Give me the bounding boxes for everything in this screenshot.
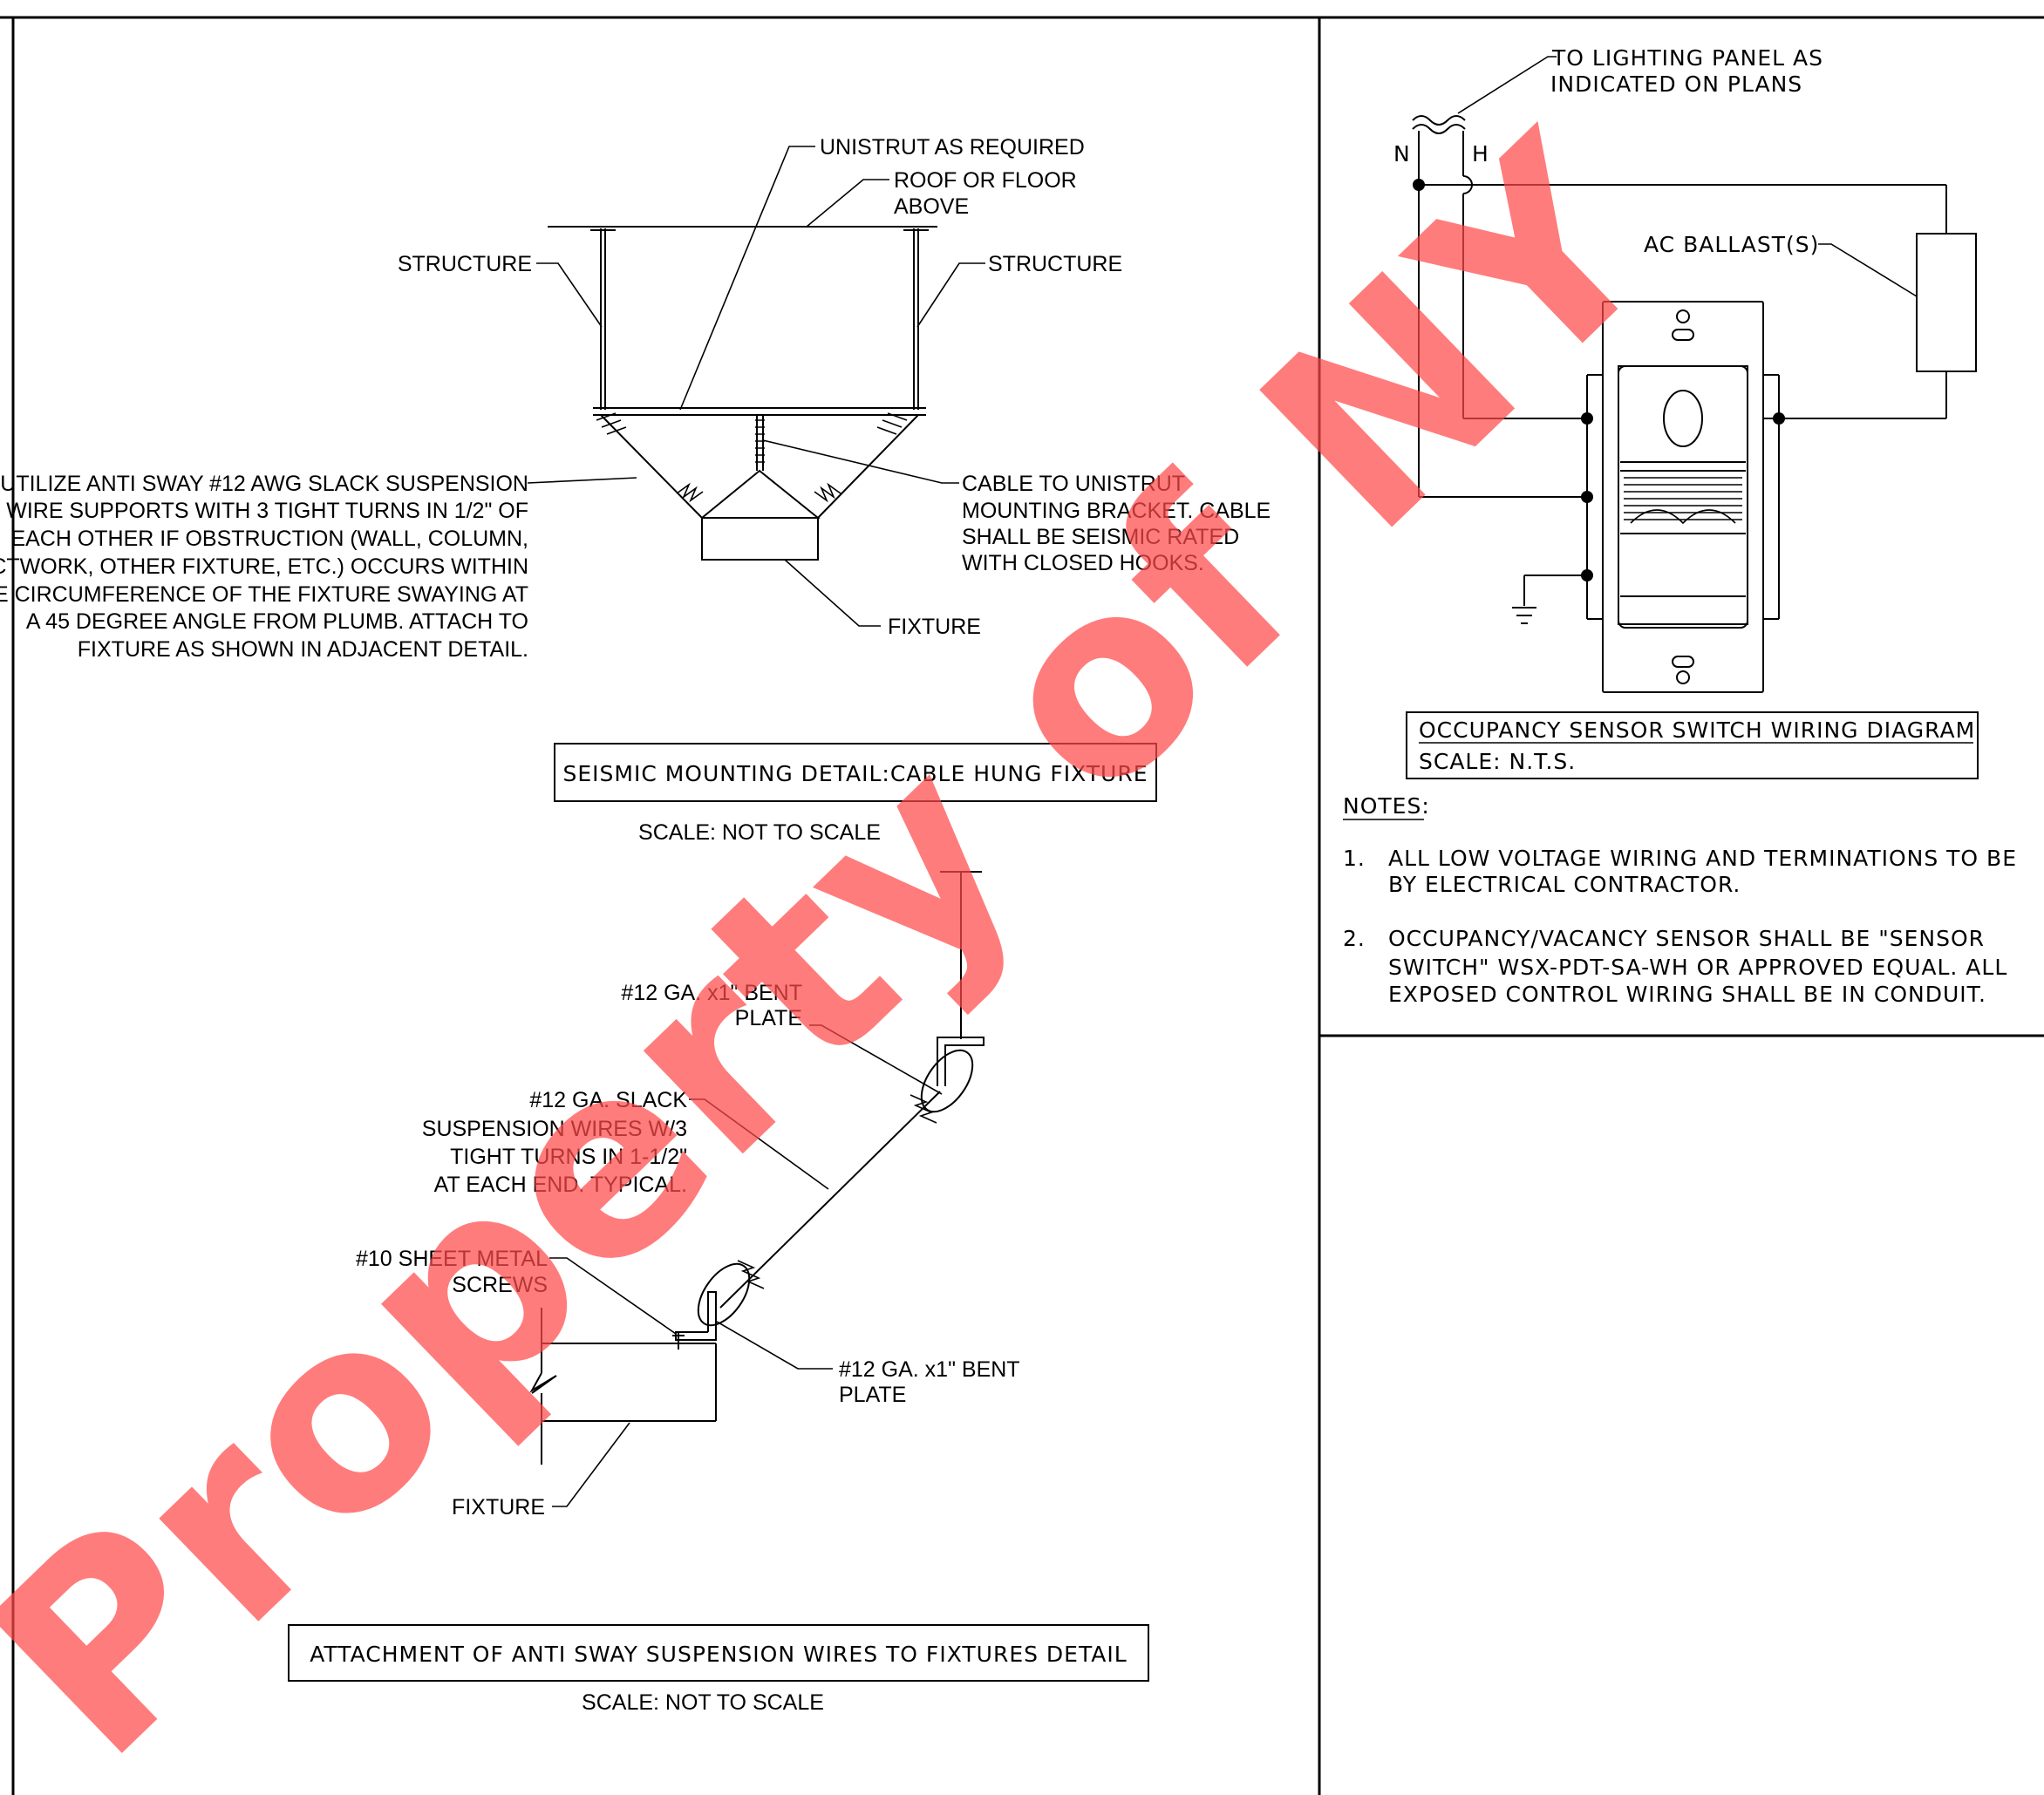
svg-text:CABLE TO UNISTRUT: CABLE TO UNISTRUT [962, 472, 1185, 496]
unistrut-label: UNISTRUT AS REQUIRED [820, 135, 1085, 160]
ballast-label: AC BALLAST(S) [1644, 232, 1819, 257]
structure-left-label: STRUCTURE [398, 252, 532, 276]
wiring-title-box [1406, 711, 1979, 779]
bent-plate-bottom-label-line2: PLATE [839, 1383, 906, 1407]
svg-text:WITH CLOSED HOOKS.: WITH CLOSED HOOKS. [962, 551, 1204, 575]
svg-text:EACH OTHER IF OBSTRUCTION (WAL: EACH OTHER IF OBSTRUCTION (WALL, COLUMN, [10, 527, 528, 551]
note-1-line2: BY ELECTRICAL CONTRACTOR. [1388, 872, 1741, 897]
svg-text:FIXTURE AS SHOWN IN ADJACENT D: FIXTURE AS SHOWN IN ADJACENT DETAIL. [78, 637, 528, 662]
roof-label-line2: ABOVE [894, 194, 969, 219]
slack-wires-note: #12 GA. SLACK SUSPENSION WIRES W/3 TIGHT… [422, 1088, 688, 1197]
notes-heading: NOTES: [1343, 793, 1430, 819]
attachment-detail: #12 GA. x1" BENT PLATE #12 GA. SLACK SUS… [288, 871, 1149, 1715]
attachment-fixture-label: FIXTURE [452, 1495, 545, 1520]
structure-right-label: STRUCTURE [988, 252, 1122, 276]
svg-text:MOUNTING BRACKET. CABLE: MOUNTING BRACKET. CABLE [962, 499, 1271, 523]
sensor-lens-icon [1663, 390, 1703, 447]
bent-plate-top-label-line2: PLATE [735, 1006, 802, 1030]
screws-label-line1: #10 SHEET METAL [356, 1247, 548, 1271]
svg-text:SHALL BE SEISMIC RATED: SHALL BE SEISMIC RATED [962, 525, 1239, 549]
note-1-line1: ALL LOW VOLTAGE WIRING AND TERMINATIONS … [1388, 846, 2017, 871]
svg-text:#12 GA. SLACK: #12 GA. SLACK [529, 1088, 687, 1112]
occupancy-sensor-switch [1581, 301, 1785, 693]
bent-plate-bottom-label-line1: #12 GA. x1" BENT [839, 1357, 1020, 1382]
panel-label-line2: INDICATED ON PLANS [1550, 71, 1802, 97]
svg-text:SUSPENSION WIRES W/3: SUSPENSION WIRES W/3 [422, 1117, 687, 1141]
ballast-symbol [1916, 233, 1977, 372]
seismic-mounting-detail: UNISTRUT AS REQUIRED ROOF OR FLOOR ABOVE… [0, 135, 1271, 845]
anti-sway-note: UTILIZE ANTI SWAY #12 AWG SLACK SUSPENSI… [0, 472, 528, 662]
note-2-line3: EXPOSED CONTROL WIRING SHALL BE IN CONDU… [1388, 982, 1986, 1007]
seismic-title: SEISMIC MOUNTING DETAIL:CABLE HUNG FIXTU… [562, 761, 1148, 786]
neutral-label: N [1393, 141, 1411, 167]
fixture-label: FIXTURE [888, 615, 981, 639]
attachment-scale: SCALE: NOT TO SCALE [582, 1690, 824, 1715]
occupancy-sensor-wiring-diagram: TO LIGHTING PANEL AS INDICATED ON PLANS … [1393, 45, 1979, 779]
attachment-title-box [288, 1624, 1149, 1682]
note-2-number: 2. [1343, 926, 1366, 951]
note-1-number: 1. [1343, 846, 1366, 871]
attachment-title: ATTACHMENT OF ANTI SWAY SUSPENSION WIRES… [310, 1642, 1127, 1667]
sheet-frame [0, 16, 2044, 1795]
hot-label: H [1472, 141, 1489, 167]
bent-plate-top-label-line1: #12 GA. x1" BENT [621, 981, 802, 1005]
svg-text:TIGHT TURNS IN 1-1/2": TIGHT TURNS IN 1-1/2" [450, 1145, 687, 1169]
cable-note: CABLE TO UNISTRUT MOUNTING BRACKET. CABL… [962, 472, 1271, 575]
note-2-line1: OCCUPANCY/VACANCY SENSOR SHALL BE "SENSO… [1388, 926, 1985, 951]
panel-label-line1: TO LIGHTING PANEL AS [1551, 45, 1823, 71]
svg-text:UTILIZE ANTI SWAY #12 AWG SLAC: UTILIZE ANTI SWAY #12 AWG SLACK SUSPENSI… [0, 472, 528, 496]
svg-text:THE CIRCUMFERENCE OF THE FIXTU: THE CIRCUMFERENCE OF THE FIXTURE SWAYING… [0, 582, 528, 607]
wiring-title: OCCUPANCY SENSOR SWITCH WIRING DIAGRAM [1419, 717, 1975, 743]
wiring-scale: SCALE: N.T.S. [1419, 749, 1576, 774]
svg-text:A 45 DEGREE ANGLE FROM PLUMB.: A 45 DEGREE ANGLE FROM PLUMB. ATTACH TO [26, 609, 528, 634]
note-2-line2: SWITCH" WSX-PDT-SA-WH OR APPROVED EQUAL.… [1388, 955, 2007, 980]
svg-text:AT EACH END. TYPICAL.: AT EACH END. TYPICAL. [434, 1173, 687, 1197]
seismic-scale: SCALE: NOT TO SCALE [638, 820, 881, 845]
notes-block: NOTES: 1. ALL LOW VOLTAGE WIRING AND TER… [1343, 793, 2017, 1007]
svg-text:DUCTWORK, OTHER FIXTURE, ETC.): DUCTWORK, OTHER FIXTURE, ETC.) OCCURS WI… [0, 554, 528, 579]
roof-label-line1: ROOF OR FLOOR [894, 168, 1077, 193]
svg-text:WIRE SUPPORTS WITH 3 TIGHT TUR: WIRE SUPPORTS WITH 3 TIGHT TURNS IN 1/2"… [6, 499, 528, 523]
seismic-title-box [554, 743, 1157, 802]
screws-label-line2: SCREWS [452, 1273, 548, 1297]
